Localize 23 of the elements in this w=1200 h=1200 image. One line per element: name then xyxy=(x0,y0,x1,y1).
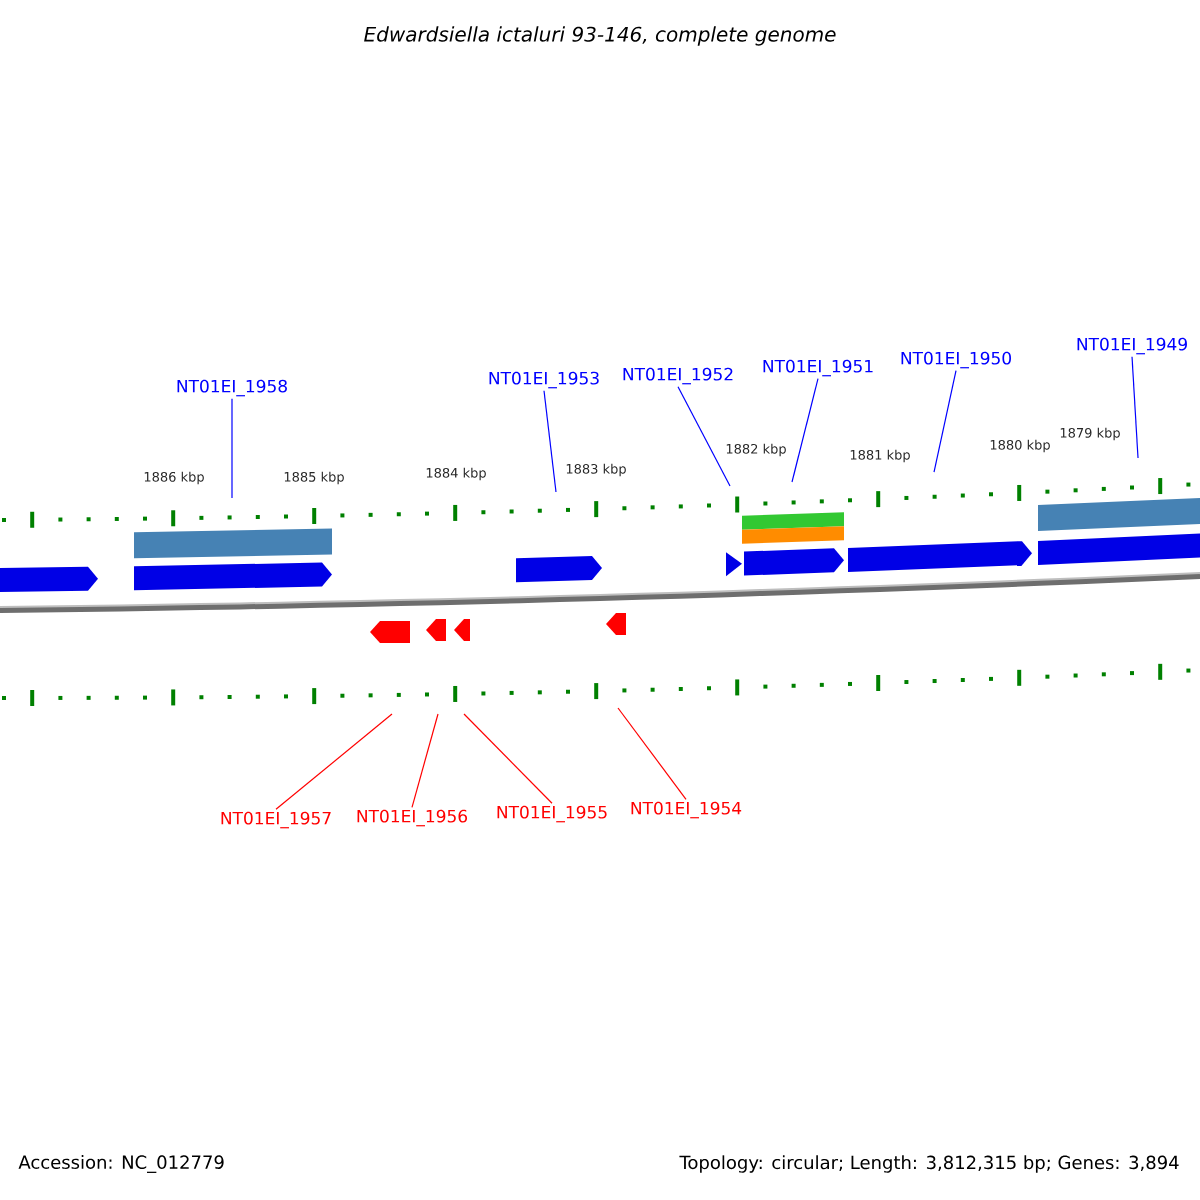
leader-line xyxy=(231,398,233,499)
leader-line xyxy=(677,386,731,487)
leader-line xyxy=(463,713,553,804)
gene-label: NT01EI_1958 xyxy=(177,379,287,397)
footer-text: Topology: circular; Length: 3,812,315 bp; Genes: 3,894 xyxy=(679,1155,1179,1173)
gene-label: NT01EI_1952 xyxy=(623,367,733,385)
gene-label: NT01EI_1951 xyxy=(763,359,873,377)
leader-line xyxy=(543,390,557,493)
leader-line xyxy=(275,713,393,810)
footer-text: Accession: NC_012779 xyxy=(18,1155,224,1173)
gene-label: NT01EI_1957 xyxy=(221,811,331,829)
leader-line xyxy=(933,370,957,473)
leader-line xyxy=(411,713,439,808)
gene-label: NT01EI_1949 xyxy=(1077,337,1187,355)
gene-label: NT01EI_1950 xyxy=(901,351,1011,369)
gene-label: NT01EI_1956 xyxy=(357,809,468,827)
gene-label: NT01EI_1953 xyxy=(489,371,599,389)
leader-line xyxy=(791,378,819,483)
gene-label: NT01EI_1954 xyxy=(631,801,742,819)
leader-line xyxy=(1131,356,1139,459)
gene-label: NT01EI_1955 xyxy=(497,805,607,823)
title: Edwardsiella ictaluri 93-146, complete genome xyxy=(364,26,836,46)
leader-line xyxy=(617,707,687,800)
